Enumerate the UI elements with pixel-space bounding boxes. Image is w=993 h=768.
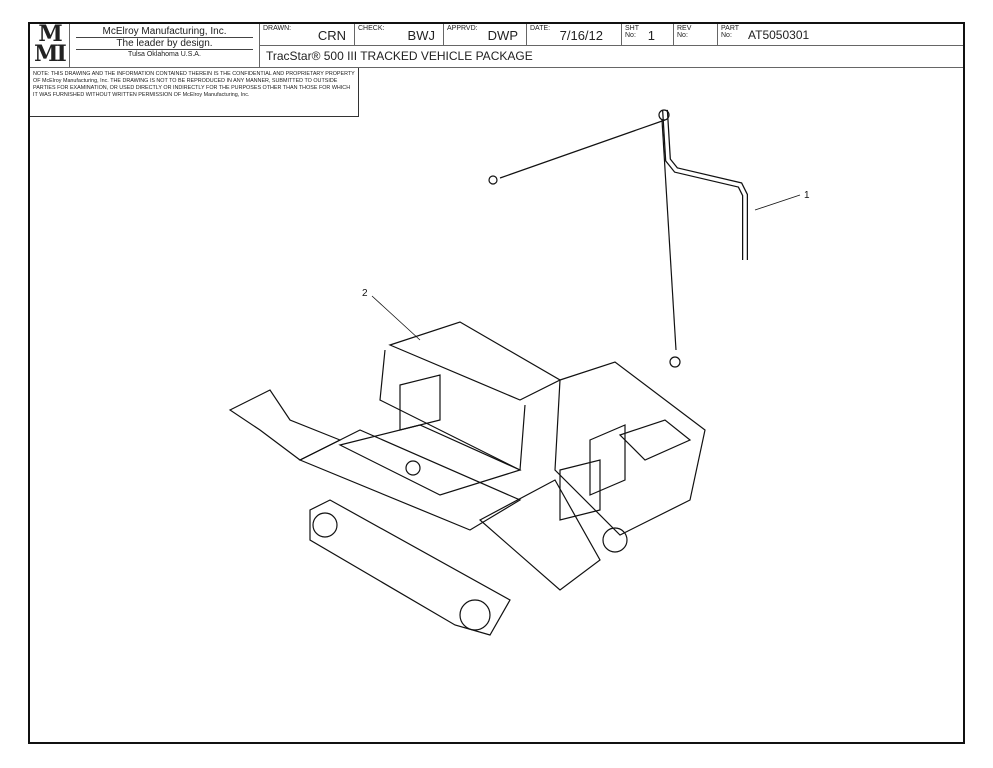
part-cell: PART No: AT5050301 <box>718 24 963 46</box>
rev-label: REV No: <box>677 25 692 39</box>
check-label: CHECK: <box>358 25 385 32</box>
confidentiality-note: NOTE: THIS DRAWING AND THE INFORMATION C… <box>30 68 359 117</box>
balloon-2: 2 <box>362 288 368 299</box>
balloon-1: 1 <box>804 190 810 201</box>
tracked-vehicle-item <box>228 321 706 636</box>
company-cell: McElroy Manufacturing, Inc. The leader b… <box>70 24 260 68</box>
title-cell: TracStar® 500 III TRACKED VEHICLE PACKAG… <box>260 46 963 68</box>
tagline: The leader by design. <box>76 38 253 50</box>
leader-line-2 <box>371 295 421 341</box>
drawing-title: TracStar® 500 III TRACKED VEHICLE PACKAG… <box>266 49 533 63</box>
sheet-cell: SHT No: 1 <box>622 24 674 46</box>
check-value: BWJ <box>407 28 435 43</box>
company-name: McElroy Manufacturing, Inc. <box>76 26 253 38</box>
leader-line-1 <box>754 194 801 211</box>
rev-cell: REV No: <box>674 24 718 46</box>
date-label: DATE: <box>530 25 551 32</box>
drawn-value: CRN <box>317 28 346 43</box>
drawn-label: DRAWN: <box>263 25 292 32</box>
sheet-label: SHT No: <box>625 25 639 39</box>
date-cell: DATE: 7/16/12 <box>527 24 622 46</box>
drawn-cell: DRAWN: CRN <box>260 24 355 46</box>
sheet-value: 1 <box>647 28 655 43</box>
check-cell: CHECK: BWJ <box>355 24 444 46</box>
date-value: 7/16/12 <box>559 28 603 43</box>
apprvd-cell: APPRVD: DWP <box>444 24 527 46</box>
location: Tulsa Oklahoma U.S.A. <box>128 51 201 58</box>
apprvd-label: APPRVD: <box>447 25 478 32</box>
part-label: PART No: <box>721 25 739 39</box>
part-number: AT5050301 <box>748 28 810 42</box>
apprvd-value: DWP <box>487 28 518 43</box>
hoist-boom-item <box>488 109 748 368</box>
